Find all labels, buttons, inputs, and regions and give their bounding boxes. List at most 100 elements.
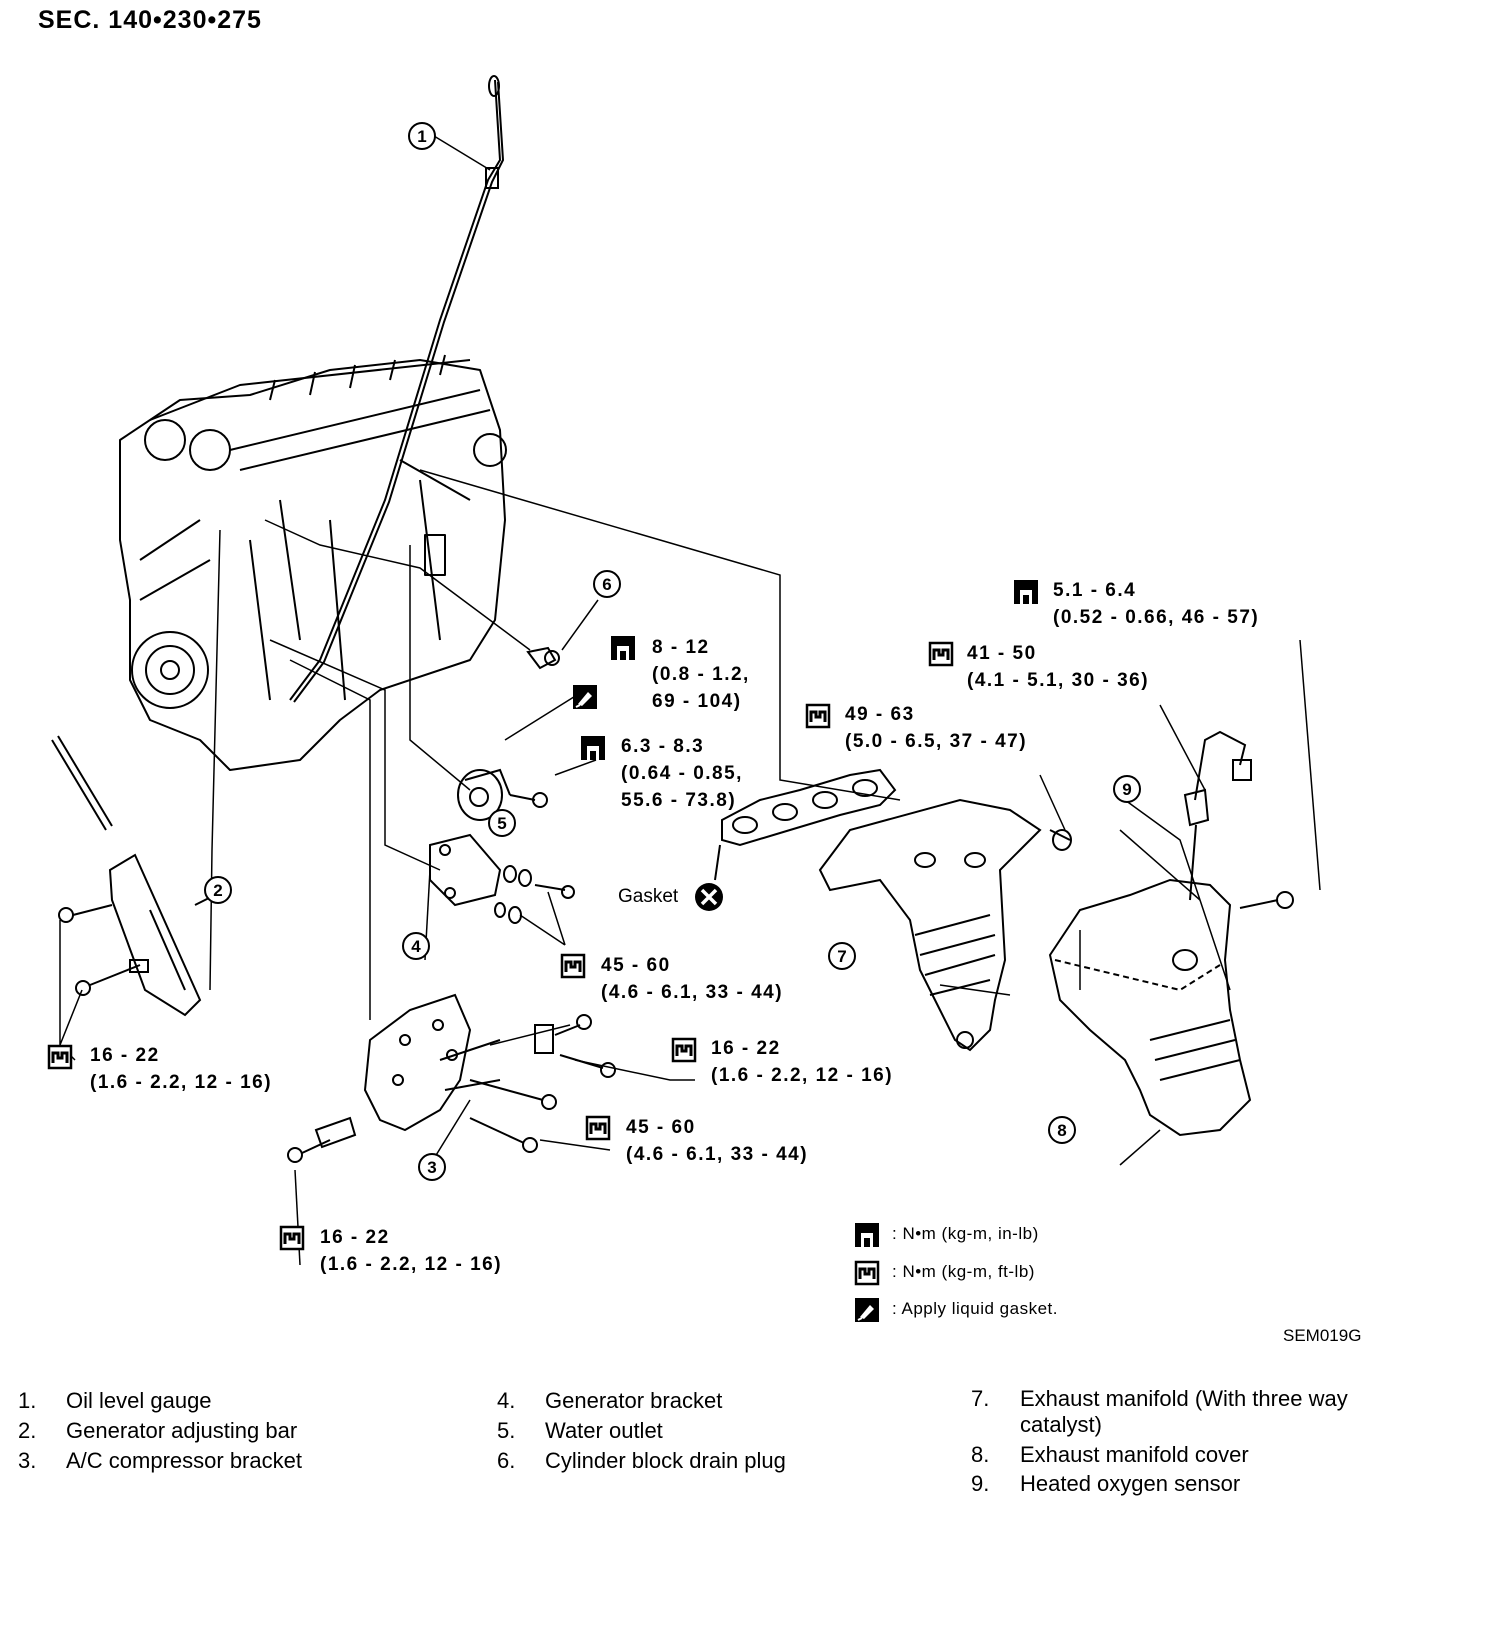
parts-list-num-7: 7. [971,1386,990,1411]
parts-list-num-3: 3. [18,1448,37,1473]
torque-spec-ac-bracket-lower: 16 - 22 (1.6 - 2.2, 12 - 16) [320,1224,502,1278]
legend-liquid-gasket: : Apply liquid gasket. [892,1299,1058,1318]
parts-list-item-6: Cylinder block drain plug [545,1448,786,1473]
torque-value-alt: (4.6 - 6.1, 33 - 44) [626,1144,809,1165]
callout-2: 2 [204,876,232,904]
parts-list-num-5: 5. [497,1418,516,1443]
wrench-in-lb-icon [611,636,635,660]
drain-plug-drawing [526,646,560,670]
liquid-gasket-icon [854,1297,880,1323]
parts-list-item-1: Oil level gauge [66,1388,212,1413]
callout-3-num: 3 [427,1158,436,1177]
torque-value: 6.3 - 8.3 [621,736,705,757]
callout-9-num: 9 [1122,780,1131,799]
parts-list-num-8: 8. [971,1442,990,1467]
torque-spec-adjusting-bar: 16 - 22 (1.6 - 2.2, 12 - 16) [90,1042,272,1096]
wrench-ft-lb-icon [928,641,954,667]
exhaust-gasket-drawing [714,768,897,881]
torque-value: 5.1 - 6.4 [1053,580,1137,601]
generator-bracket-drawing [429,833,575,924]
callout-3: 3 [418,1153,446,1181]
torque-value-alt: (4.6 - 6.1, 33 - 44) [601,982,784,1003]
torque-value: 16 - 22 [320,1227,390,1248]
torque-value-alt: (5.0 - 6.5, 37 - 47) [845,731,1028,752]
torque-value-alt: (1.6 - 2.2, 12 - 16) [711,1065,894,1086]
torque-value-alt: (1.6 - 2.2, 12 - 16) [90,1072,273,1093]
section-title: SEC. 140•230•275 [38,6,262,34]
wrench-in-lb-icon [855,1223,879,1247]
callout-6: 6 [593,570,621,598]
torque-spec-oxygen-sensor: 41 - 50 (4.1 - 5.1, 30 - 36) [967,640,1149,694]
figure-code: SEM019G [1283,1326,1362,1345]
torque-value: 16 - 22 [90,1045,160,1066]
torque-value-alt: (4.1 - 5.1, 30 - 36) [967,670,1150,691]
callout-6-num: 6 [602,575,611,594]
callout-9: 9 [1113,775,1141,803]
torque-value: 16 - 22 [711,1038,781,1059]
wrench-ft-lb-icon [279,1225,305,1251]
water-outlet-drawing [457,768,548,821]
callout-5-num: 5 [497,814,506,833]
legend-in-lb: : N•m (kg-m, in-lb) [892,1224,1039,1243]
torque-spec-drain-plug: 8 - 12 (0.8 - 1.2, 69 - 104) [652,634,750,715]
callout-8: 8 [1048,1116,1076,1144]
parts-list-num-6: 6. [497,1448,516,1473]
torque-spec-manifold-nut: 49 - 63 (5.0 - 6.5, 37 - 47) [845,701,1027,755]
gasket-label: Gasket [618,886,679,907]
callout-4-num: 4 [411,937,421,956]
torque-spec-ac-bracket-main: 45 - 60 (4.6 - 6.1, 33 - 44) [626,1114,808,1168]
torque-value: 41 - 50 [967,643,1037,664]
parts-list-item-8: Exhaust manifold cover [1020,1442,1249,1467]
torque-spec-generator-bracket: 45 - 60 (4.6 - 6.1, 33 - 44) [601,952,783,1006]
wrench-ft-lb-icon [854,1260,880,1286]
parts-list-num-9: 9. [971,1471,990,1496]
callout-1-num: 1 [417,127,426,146]
callout-8-num: 8 [1057,1121,1066,1140]
parts-list-item-7: Exhaust manifold (With three way [1020,1386,1348,1411]
callout-7: 7 [828,942,856,970]
leader-lines [59,135,1321,1266]
torque-value: 45 - 60 [601,955,671,976]
exhaust-manifold-drawing [818,798,1072,1052]
torque-value: 8 - 12 [652,637,710,658]
generator-adjusting-bar-drawing [51,735,226,1017]
torque-icons [47,580,1038,1323]
wrench-ft-lb-icon [805,703,831,729]
torque-value-alt: (0.52 - 0.66, 46 - 57) [1053,607,1260,628]
oil-level-gauge-drawing [289,75,505,703]
torque-spec-water-outlet: 6.3 - 8.3 (0.64 - 0.85, 55.6 - 73.8) [621,733,743,814]
parts-list-item-4: Generator bracket [545,1388,723,1413]
liquid-gasket-icon [572,684,598,710]
torque-value-alt: (1.6 - 2.2, 12 - 16) [320,1254,503,1275]
oxygen-sensor-drawing [1183,730,1252,901]
gasket-x-icon [695,883,723,911]
engine-block-drawing [119,354,507,771]
parts-list-num-4: 4. [497,1388,516,1413]
torque-spec-ac-bracket-upper: 16 - 22 (1.6 - 2.2, 12 - 16) [711,1035,893,1089]
wrench-in-lb-icon [581,736,605,760]
callout-5: 5 [488,809,516,837]
torque-value-alt: (0.8 - 1.2, [652,664,750,685]
parts-list-item-3: A/C compressor bracket [66,1448,302,1473]
wrench-ft-lb-icon [47,1044,73,1070]
callout-2-num: 2 [213,881,222,900]
parts-list-item-9: Heated oxygen sensor [1020,1471,1241,1496]
wrench-ft-lb-icon [585,1115,611,1141]
callout-1: 1 [408,122,436,150]
ac-compressor-bracket-drawing [287,993,616,1163]
torque-value-alt: (0.64 - 0.85, [621,763,743,784]
callout-4: 4 [402,932,430,960]
torque-value-alt: 55.6 - 73.8) [621,790,737,811]
torque-value: 45 - 60 [626,1117,696,1138]
torque-value-alt: 69 - 104) [652,691,742,712]
exhaust-manifold-cover-drawing [1048,878,1294,1137]
torque-spec-cover-bolt: 5.1 - 6.4 (0.52 - 0.66, 46 - 57) [1053,577,1259,631]
wrench-ft-lb-icon [671,1037,697,1063]
callout-markers: 1 2 3 4 5 6 7 8 9 [204,122,1141,1181]
parts-list-num-2: 2. [18,1418,37,1443]
parts-list-num-1: 1. [18,1388,37,1413]
parts-list-item-7-cont: catalyst) [1020,1412,1102,1437]
callout-7-num: 7 [837,947,846,966]
legend-ft-lb: : N•m (kg-m, ft-lb) [892,1262,1035,1281]
